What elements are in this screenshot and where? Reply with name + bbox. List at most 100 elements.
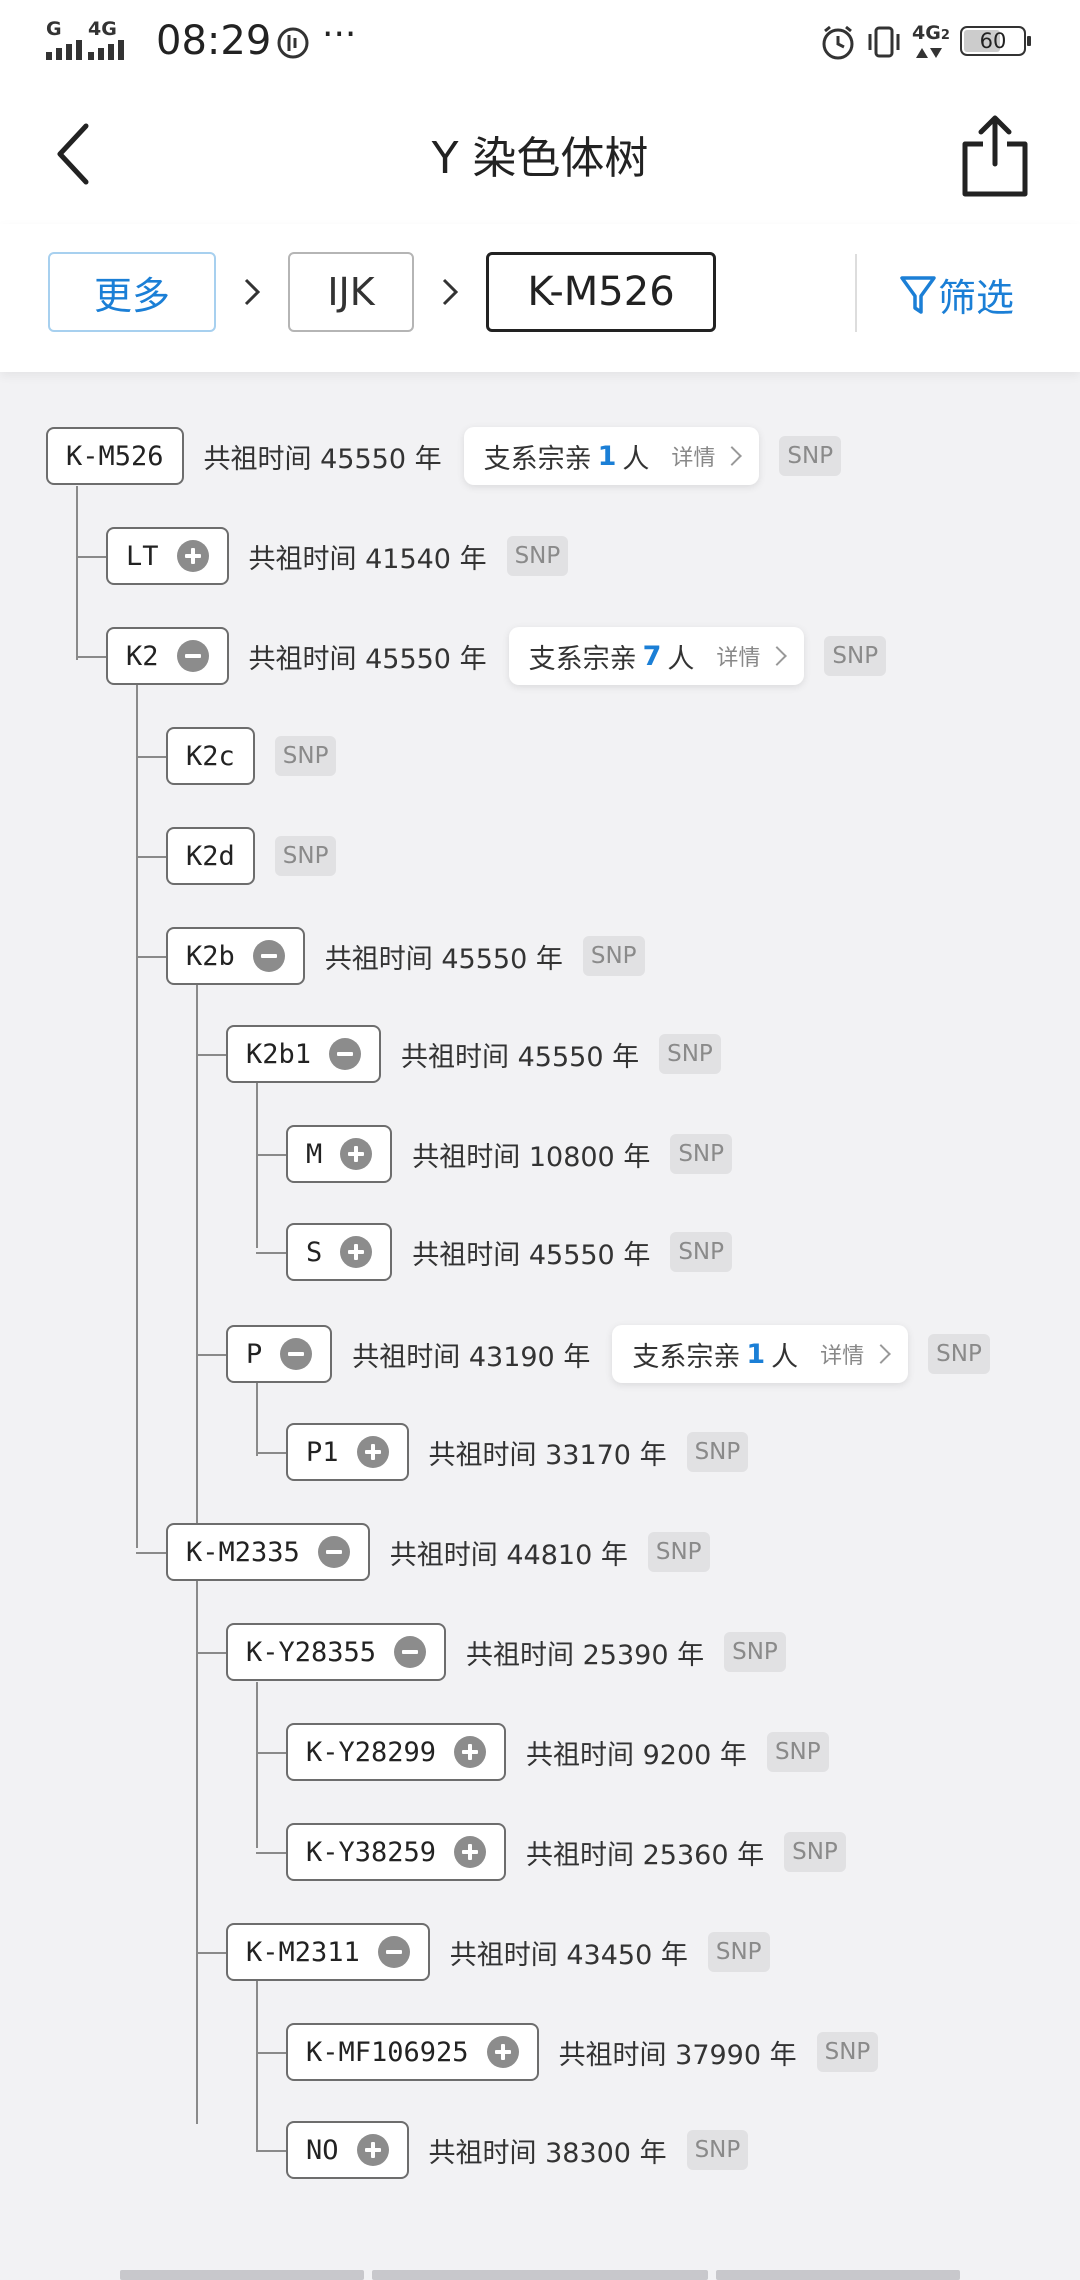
signal-icon-2	[88, 40, 124, 60]
battery-icon: 60	[960, 26, 1031, 56]
tree-node[interactable]: K-Y28355	[226, 1623, 447, 1681]
snp-badge[interactable]: SNP	[724, 1632, 786, 1672]
tree-node[interactable]: K2b1	[226, 1025, 382, 1083]
snp-badge[interactable]: SNP	[582, 936, 645, 976]
tree-node[interactable]: K2c	[166, 727, 255, 785]
tree-node[interactable]: LT	[106, 527, 229, 585]
tree-row: K-Y38259 共祖时间 25360 年 SNP	[286, 1822, 846, 1882]
snp-badge[interactable]: SNP	[670, 1134, 733, 1174]
snp-badge[interactable]: SNP	[707, 1932, 770, 1972]
snp-badge[interactable]: SNP	[779, 436, 842, 476]
minus-circle-icon[interactable]	[394, 1636, 427, 1668]
filter-button[interactable]: 筛选	[898, 266, 1014, 322]
tree-node[interactable]: K-M2311	[226, 1923, 430, 1981]
coalescence-age: 共祖时间 45550 年	[203, 443, 442, 475]
minus-circle-icon[interactable]	[377, 1936, 410, 1968]
coalescence-age: 共祖时间 33170 年	[428, 1439, 667, 1471]
snp-badge[interactable]: SNP	[274, 736, 337, 776]
coalescence-age: 共祖时间 45550 年	[324, 943, 563, 975]
chevron-right-icon	[722, 446, 743, 466]
breadcrumb-more[interactable]: 更多	[48, 252, 216, 332]
tree-node[interactable]: K2d	[166, 827, 255, 885]
tree-node[interactable]: S	[286, 1223, 393, 1281]
plus-circle-icon[interactable]	[356, 1436, 389, 1468]
coalescence-age: 共祖时间 38300 年	[428, 2137, 667, 2169]
back-arrow-icon[interactable]	[40, 114, 120, 194]
snp-badge[interactable]: SNP	[766, 1732, 829, 1772]
snp-badge[interactable]: SNP	[686, 1432, 749, 1472]
minus-circle-icon[interactable]	[176, 640, 209, 672]
plus-circle-icon[interactable]	[340, 1236, 373, 1268]
tree-row: P1 共祖时间 33170 年 SNP	[286, 1422, 749, 1482]
tree-row: NO 共祖时间 38300 年 SNP	[286, 2120, 749, 2180]
coalescence-age: 共祖时间 25360 年	[526, 1839, 765, 1871]
tree-node[interactable]: P	[226, 1325, 333, 1383]
snp-badge[interactable]: SNP	[784, 1832, 846, 1872]
chevron-right-icon	[767, 646, 788, 666]
battery-level: 60	[979, 29, 1007, 53]
signal-icon	[46, 40, 82, 60]
breadcrumb-ijk[interactable]: IJK	[288, 252, 414, 332]
horizontal-scrollbar[interactable]	[0, 2270, 1080, 2280]
tree-node[interactable]: K-M526	[46, 427, 184, 485]
breadcrumb: 更多 IJK K-M526 筛选	[0, 224, 1080, 372]
plus-circle-icon[interactable]	[340, 1138, 373, 1170]
snp-badge[interactable]: SNP	[816, 2032, 879, 2072]
vibrate-icon	[868, 26, 900, 58]
network-type-1: 4G	[88, 18, 117, 40]
minus-circle-icon[interactable]	[317, 1536, 350, 1568]
chevron-right-icon	[442, 278, 459, 306]
plus-circle-icon[interactable]	[486, 2036, 519, 2068]
breadcrumb-current[interactable]: K-M526	[486, 252, 716, 332]
coalescence-age: 共祖时间 9200 年	[526, 1739, 747, 1771]
tree-node[interactable]: K-Y38259	[286, 1823, 507, 1881]
coalescence-age: 共祖时间 41540 年	[248, 543, 487, 575]
header: Y 染色体树	[0, 84, 1080, 224]
tree-row: K2c SNP	[166, 726, 337, 786]
chevron-right-icon	[871, 1344, 892, 1364]
tree-row: K-MF106925 共祖时间 37990 年 SNP	[286, 2022, 879, 2082]
tree-node[interactable]: P1	[286, 1423, 409, 1481]
coalescence-age: 共祖时间 43450 年	[449, 1939, 688, 1971]
sim-label: G	[46, 18, 62, 40]
plus-circle-icon[interactable]	[454, 1736, 487, 1768]
coalescence-age: 共祖时间 10800 年	[412, 1141, 651, 1173]
divider	[855, 254, 857, 332]
coalescence-age: 共祖时间 43190 年	[352, 1341, 591, 1373]
minus-circle-icon[interactable]	[280, 1338, 313, 1370]
plus-circle-icon[interactable]	[176, 540, 209, 572]
snp-badge[interactable]: SNP	[647, 1532, 710, 1572]
plus-circle-icon[interactable]	[454, 1836, 487, 1868]
status-more-dots: ···	[322, 14, 357, 55]
snp-badge[interactable]: SNP	[686, 2130, 749, 2170]
chevron-right-icon	[244, 278, 261, 306]
tree-row: K2d SNP	[166, 826, 337, 886]
tree-node[interactable]: K2b	[166, 927, 305, 985]
tree-row: K-Y28299 共祖时间 9200 年 SNP	[286, 1722, 829, 1782]
tree-node[interactable]: K-Y28299	[286, 1723, 507, 1781]
coalescence-age: 共祖时间 45550 年	[248, 643, 487, 675]
snp-badge[interactable]: SNP	[824, 636, 887, 676]
minus-circle-icon[interactable]	[252, 940, 285, 972]
snp-badge[interactable]: SNP	[274, 836, 337, 876]
tree-row: M 共祖时间 10800 年 SNP	[286, 1124, 733, 1184]
snp-badge[interactable]: SNP	[659, 1034, 721, 1074]
tree-node[interactable]: NO	[286, 2121, 409, 2179]
share-icon[interactable]	[955, 112, 1035, 200]
snp-badge[interactable]: SNP	[670, 1232, 733, 1272]
coalescence-age: 共祖时间 44810 年	[389, 1539, 628, 1571]
filter-icon	[900, 276, 936, 314]
tree-node[interactable]: K-M2335	[166, 1523, 370, 1581]
tree-node[interactable]: M	[286, 1125, 393, 1183]
snp-badge[interactable]: SNP	[506, 536, 569, 576]
minus-circle-icon[interactable]	[329, 1038, 362, 1070]
snp-badge[interactable]: SNP	[928, 1334, 990, 1374]
tree-node[interactable]: K2	[106, 627, 229, 685]
tree-node[interactable]: K-MF106925	[286, 2023, 539, 2081]
plus-circle-icon[interactable]	[356, 2134, 389, 2166]
